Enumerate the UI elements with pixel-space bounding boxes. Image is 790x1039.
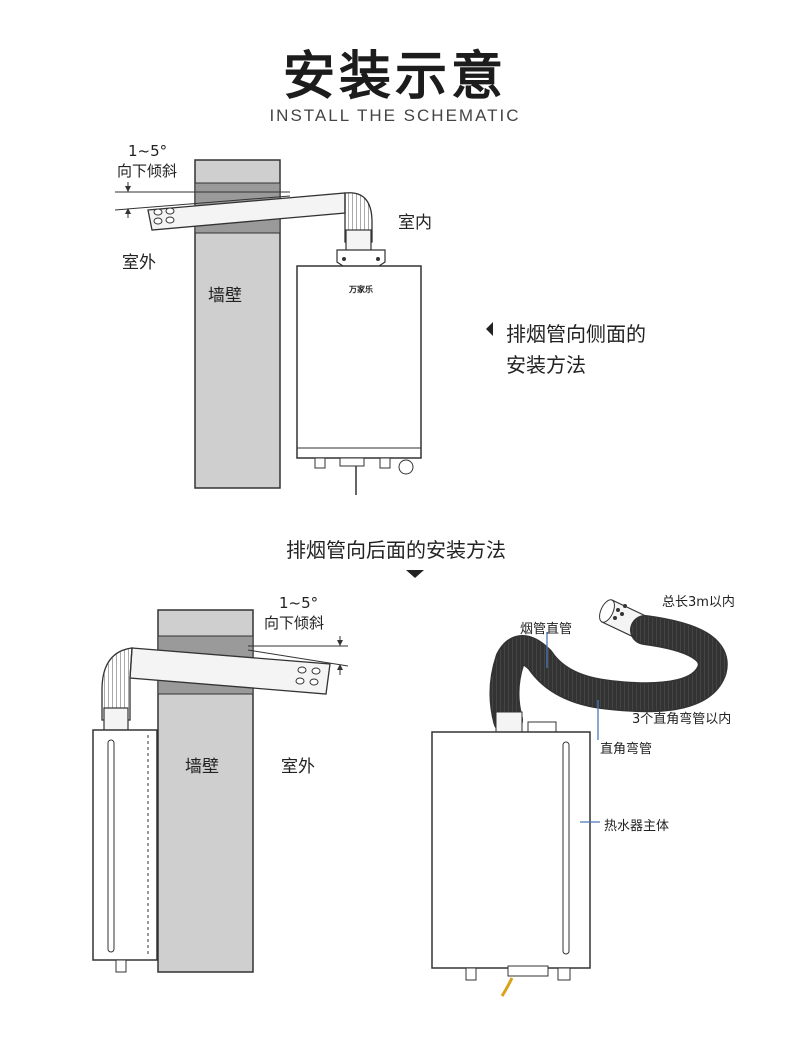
total-length-label: 总长3m以内 [662,595,735,610]
indoor-label-top: 室内 [398,213,432,233]
section-down-arrow [406,570,424,578]
rear-install-diagram [92,609,349,973]
side-caption-line1: 排烟管向侧面的 [506,322,646,346]
assembly-diagram [431,599,728,997]
straight-pipe-label: 烟管直管 [520,622,573,637]
elbow-pipe-label: 直角弯管 [600,742,653,757]
tilt-text-label-bottom: 向下倾斜 [264,614,325,632]
elbow-count-label: 3个直角弯管以内 [632,712,732,727]
page-title: 安装示意 [282,47,507,107]
wall-label-top: 墙壁 [208,286,242,306]
heater-top [296,265,422,459]
wall-label-bottom: 墙壁 [185,757,219,777]
outdoor-label-top: 室外 [122,253,156,273]
heater-side-view [92,729,158,961]
tilt-angle-label-top: 1~5° [128,142,168,160]
side-caption-line2: 安装方法 [506,353,586,377]
side-install-diagram [114,159,493,495]
tilt-text-label-top: 向下倾斜 [117,162,178,180]
brand-logo: 万家乐 [349,285,373,294]
outdoor-label-bottom: 室外 [281,757,315,777]
tilt-angle-label-bottom: 1~5° [279,594,319,612]
page-subtitle: INSTALL THE SCHEMATIC [269,106,521,125]
heater-body-label: 热水器主体 [604,819,670,834]
rear-section-heading: 排烟管向后面的安装方法 [286,538,506,562]
